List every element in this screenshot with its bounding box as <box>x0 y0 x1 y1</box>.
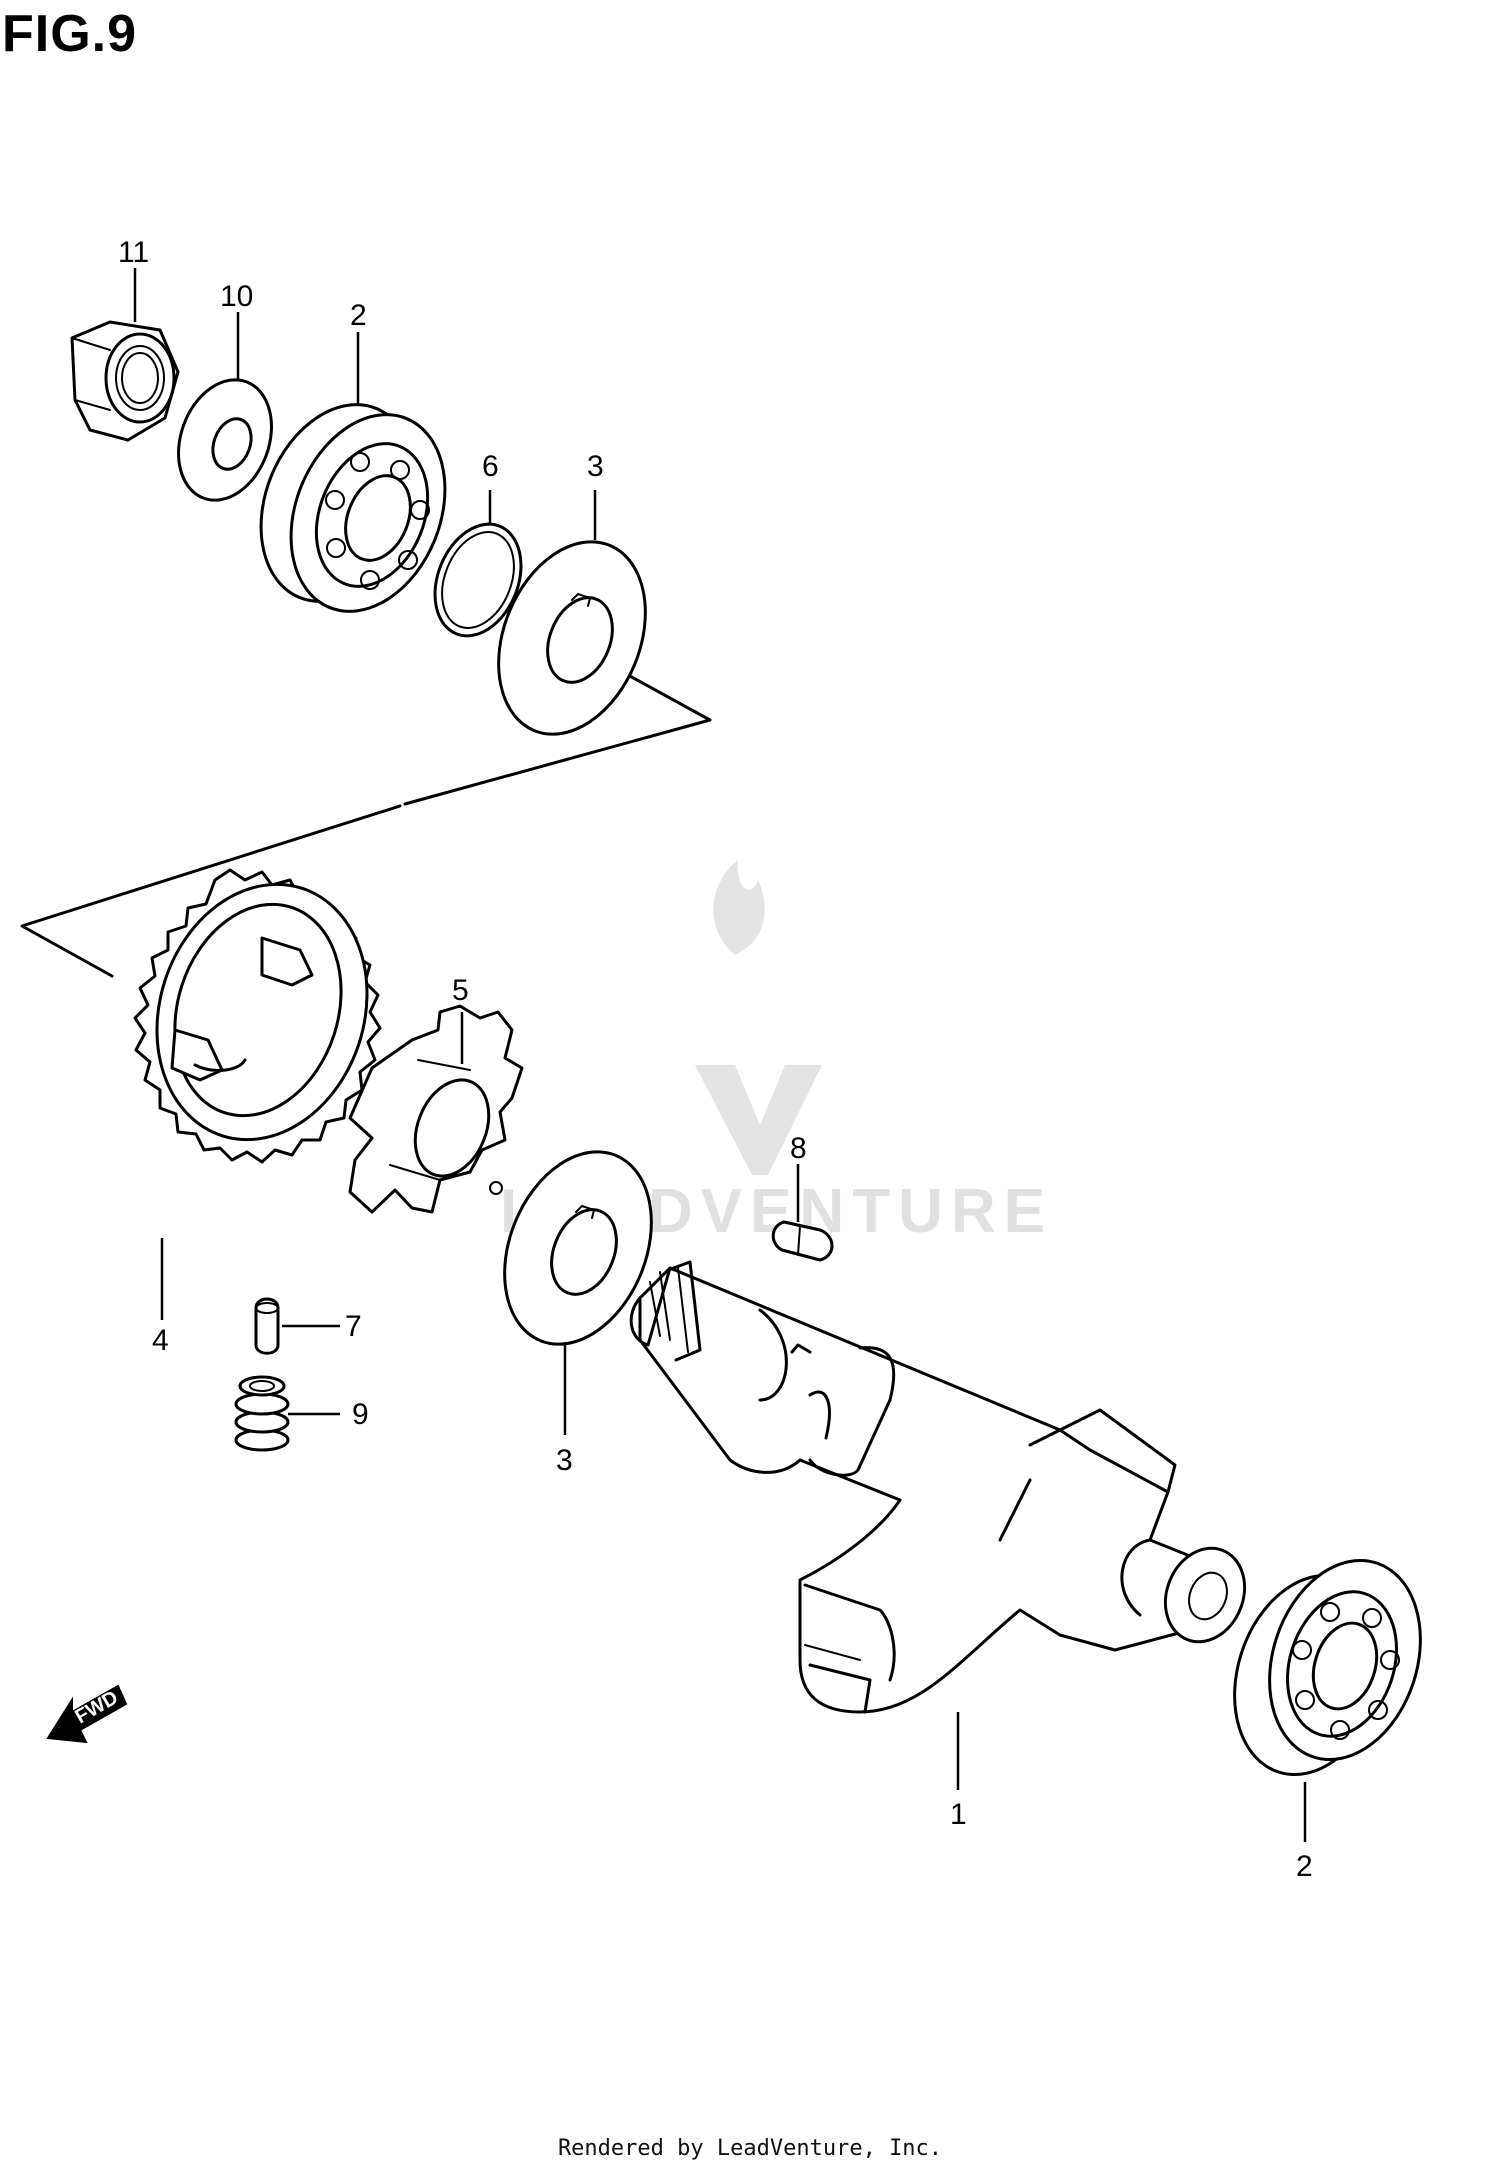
key-part-8 <box>771 1220 834 1262</box>
render-credit-footer: Rendered by LeadVenture, Inc. <box>557 2136 943 2161</box>
figure-title: FIG.9 <box>2 5 138 63</box>
callout-label: 10 <box>220 280 253 313</box>
callout-label: 3 <box>587 450 604 483</box>
callout-numbers: 11 10 2 6 3 5 8 4 7 9 3 1 2 <box>118 236 1313 1883</box>
fwd-label: FWD <box>72 1687 122 1729</box>
ratchet-part-5 <box>348 1004 524 1214</box>
callout-leader-lines <box>133 268 1307 1842</box>
callout-label: 2 <box>350 299 367 332</box>
bearing-part-2-lower <box>1233 1558 1422 1777</box>
gear-part-4 <box>133 868 382 1164</box>
callout-label: 5 <box>452 974 469 1007</box>
callout-label: 11 <box>118 236 149 269</box>
o-ring-part-6 <box>433 522 523 638</box>
callout-label: 7 <box>345 1310 362 1343</box>
bearing-part-2-upper <box>259 403 447 613</box>
callout-label: 6 <box>482 450 499 483</box>
kick-starter-shaft-part-1 <box>629 1260 1247 1714</box>
thrust-washer-part-3-upper <box>497 540 647 736</box>
forward-direction-arrow-icon: FWD <box>46 1684 128 1744</box>
thrust-washer-part-3-lower <box>503 1150 653 1346</box>
callout-label: 1 <box>950 1798 967 1831</box>
callout-label: 3 <box>556 1444 573 1477</box>
callout-label: 9 <box>352 1398 369 1431</box>
assembly-boundary-line-lower <box>20 804 402 978</box>
washer-part-10 <box>177 378 273 502</box>
pin-part-7 <box>254 1297 280 1355</box>
assembly-boundary-line <box>403 673 712 806</box>
spring-part-9 <box>234 1375 290 1452</box>
callout-label: 8 <box>790 1132 807 1165</box>
callout-label: 4 <box>152 1324 169 1357</box>
nut-part-11 <box>70 320 180 442</box>
callout-label: 2 <box>1296 1850 1313 1883</box>
